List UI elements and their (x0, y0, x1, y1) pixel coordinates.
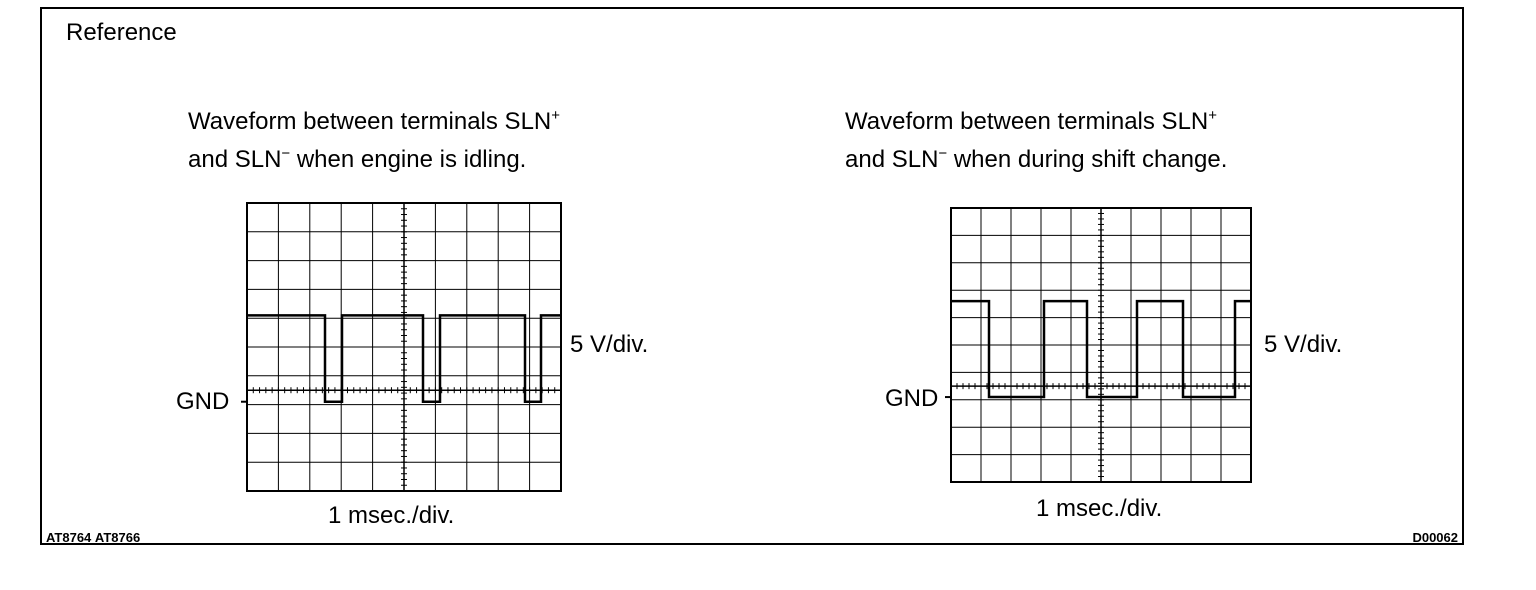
left-caption-line2: and SLN− when engine is idling. (188, 145, 527, 173)
right-volt-div-label: 5 V/div. (1264, 331, 1343, 358)
left-caption-line1: Waveform between terminals SLN+ (188, 107, 561, 135)
reference-codes: AT8764 AT8766 (46, 530, 141, 545)
reference-title: Reference (66, 19, 177, 46)
left-waveform (247, 314, 561, 403)
right-waveform (951, 299, 1251, 399)
left-gnd-label: GND (176, 388, 230, 415)
left-volt-div-label: 5 V/div. (570, 331, 649, 358)
left-oscilloscope-grid (241, 202, 562, 492)
figure-id: D00062 (1412, 530, 1458, 545)
right-gnd-label: GND (885, 385, 939, 412)
right-caption-line1: Waveform between terminals SLN+ (845, 107, 1218, 135)
left-caption: Waveform between terminals SLN+ and SLN−… (188, 100, 560, 176)
reference-frame: Reference Waveform between terminals SLN… (40, 7, 1464, 545)
right-oscilloscope-grid (945, 207, 1252, 483)
right-caption-line2: and SLN− when during shift change. (845, 145, 1228, 173)
right-caption: Waveform between terminals SLN+ and SLN−… (845, 100, 1227, 176)
left-center-axes (246, 202, 562, 492)
left-time-div-label: 1 msec./div. (328, 502, 455, 529)
right-time-div-label: 1 msec./div. (1036, 495, 1163, 522)
